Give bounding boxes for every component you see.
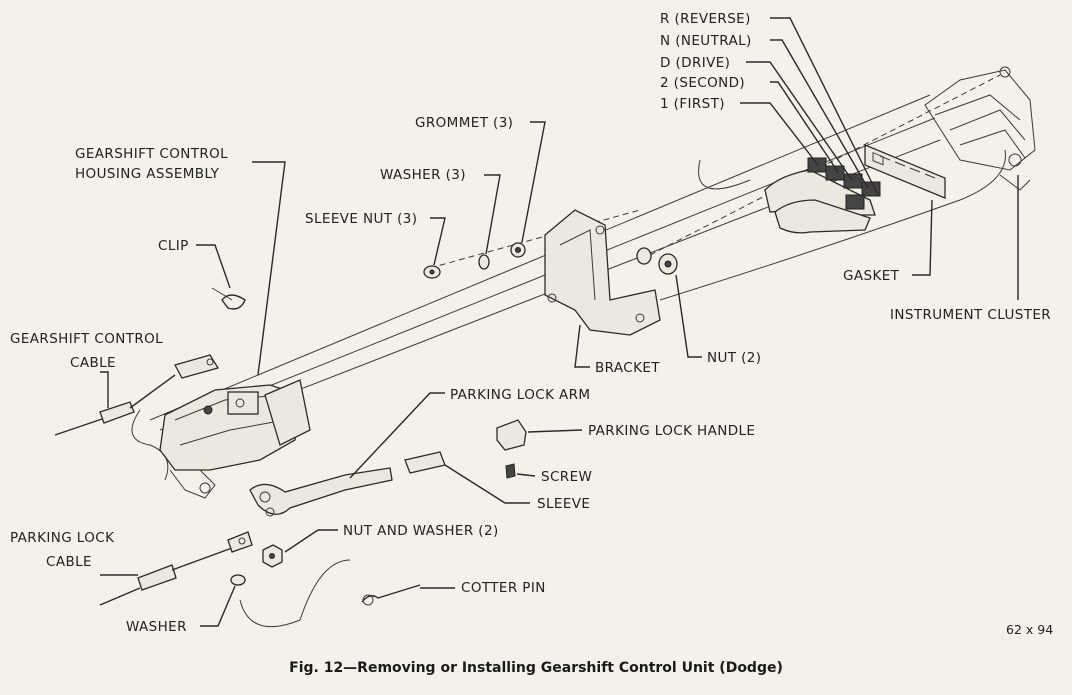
leader-lines (100, 17, 1019, 627)
label-housing-line1: GEARSHIFT CONTROL (75, 146, 228, 162)
label-drive: D (DRIVE) (660, 55, 730, 71)
label-reverse: R (REVERSE) (660, 11, 751, 27)
gasket-part (864, 144, 946, 199)
grommet-part (510, 242, 526, 258)
cotter-pin-part (361, 584, 421, 606)
figure-caption: Fig. 12—Removing or Installing Gearshift… (289, 660, 783, 676)
housing-assembly-part (159, 379, 311, 499)
label-screw: SCREW (541, 469, 592, 485)
nut-and-washer-part (262, 544, 283, 568)
gearshift-control-cable-part (54, 354, 220, 436)
label-sleeve: SLEEVE (537, 496, 590, 512)
label-instrument-cluster: INSTRUMENT CLUSTER (890, 307, 1051, 323)
label-cotter-pin: COTTER PIN (461, 580, 546, 596)
parking-lock-arm-part (249, 467, 393, 517)
sleeve-part (404, 451, 446, 474)
lower-washer-part (230, 574, 246, 586)
label-bracket: BRACKET (595, 360, 660, 376)
label-clip: CLIP (158, 238, 189, 254)
label-nut-and-washer: NUT AND WASHER (2) (343, 523, 499, 539)
selector-buttons-part (764, 157, 881, 234)
label-housing-line2: HOUSING ASSEMBLY (75, 166, 220, 182)
instrument-cluster-part (924, 66, 1036, 191)
label-parking-lock-handle: PARKING LOCK HANDLE (588, 423, 755, 439)
label-washer: WASHER (126, 619, 187, 635)
labels: R (REVERSE) N (NEUTRAL) D (DRIVE) 2 (SEC… (10, 11, 1053, 676)
label-washer-3: WASHER (3) (380, 167, 466, 183)
label-cable-line1: GEARSHIFT CONTROL (10, 331, 163, 347)
parking-lock-cable-part (99, 531, 253, 606)
label-parking-cable-line2: CABLE (46, 554, 92, 570)
sleeve-nut-part (423, 265, 441, 279)
label-sleeve-nut: SLEEVE NUT (3) (305, 211, 417, 227)
parking-lock-handle-part (496, 419, 527, 451)
label-parking-lock-arm: PARKING LOCK ARM (450, 387, 590, 403)
nut-part (636, 247, 678, 275)
label-neutral: N (NEUTRAL) (660, 33, 752, 49)
screw-part (505, 463, 516, 479)
label-nut-2: NUT (2) (707, 350, 761, 366)
label-gasket: GASKET (843, 268, 900, 284)
washer-part (478, 254, 490, 270)
label-second: 2 (SECOND) (660, 75, 745, 91)
clip-part (211, 287, 246, 310)
label-cable-line2: CABLE (70, 355, 116, 371)
reference-number: 62 x 94 (1006, 622, 1053, 637)
label-parking-cable-line1: PARKING LOCK (10, 530, 115, 546)
bracket-part (544, 209, 661, 336)
label-first: 1 (FIRST) (660, 96, 725, 112)
label-grommet: GROMMET (3) (415, 115, 513, 131)
